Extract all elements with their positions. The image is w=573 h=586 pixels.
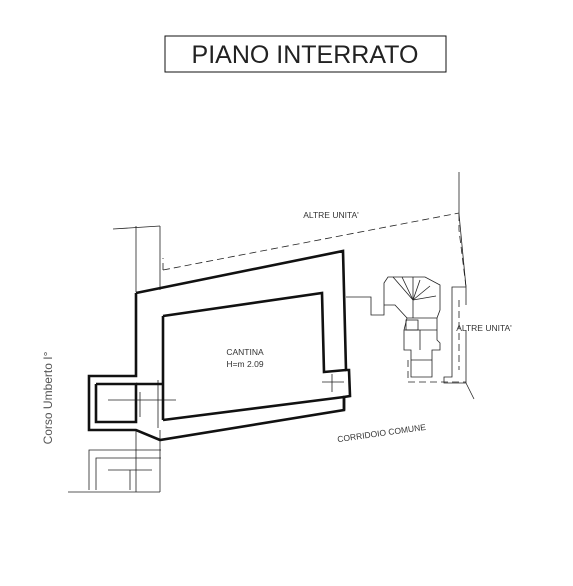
boundary-right-bottom xyxy=(407,360,466,383)
stair-step xyxy=(412,279,421,301)
cantina-inner-bottom-wall xyxy=(162,395,345,422)
label-street-name: Corso Umberto I° xyxy=(41,351,55,444)
neighbour-wall-right-lower xyxy=(458,213,467,288)
page-title: PIANO INTERRATO xyxy=(192,41,419,69)
boundary-right-top xyxy=(458,214,467,288)
title-frame xyxy=(164,35,447,73)
stair-step xyxy=(412,285,431,301)
entry-vestibule xyxy=(94,382,138,424)
label-cantina: CANTINA xyxy=(226,347,264,357)
label-cantina-height: H=m 2.09 xyxy=(226,359,263,369)
right-door-frame xyxy=(443,286,466,384)
plan-labels: ALTRE UNITA' ALTRE UNITA' CANTINA H=m 2.… xyxy=(41,210,512,444)
wall-stub-top-left xyxy=(112,225,161,230)
label-corridoio-comune: CORRIDOIO COMUNE xyxy=(337,422,427,444)
label-altre-unita-right: ALTRE UNITA' xyxy=(456,323,512,333)
bottom-left-wall xyxy=(88,449,161,490)
dashed-boundaries xyxy=(162,212,467,383)
right-wall-foot xyxy=(465,382,475,400)
stair-step xyxy=(412,295,437,301)
stair-landing xyxy=(405,319,419,331)
title-block: PIANO INTERRATO xyxy=(164,35,447,73)
context-lines xyxy=(68,172,475,493)
boundary-altre-unita-top xyxy=(162,212,460,271)
cantina-walls xyxy=(87,249,352,442)
label-altre-unita-top: ALTRE UNITA' xyxy=(303,210,359,220)
cantina-inner-wall xyxy=(162,291,347,374)
staircase-outline xyxy=(346,276,441,378)
stair-step xyxy=(401,276,414,301)
bottom-left-wall-inner xyxy=(95,457,161,490)
stair-step xyxy=(392,276,414,301)
